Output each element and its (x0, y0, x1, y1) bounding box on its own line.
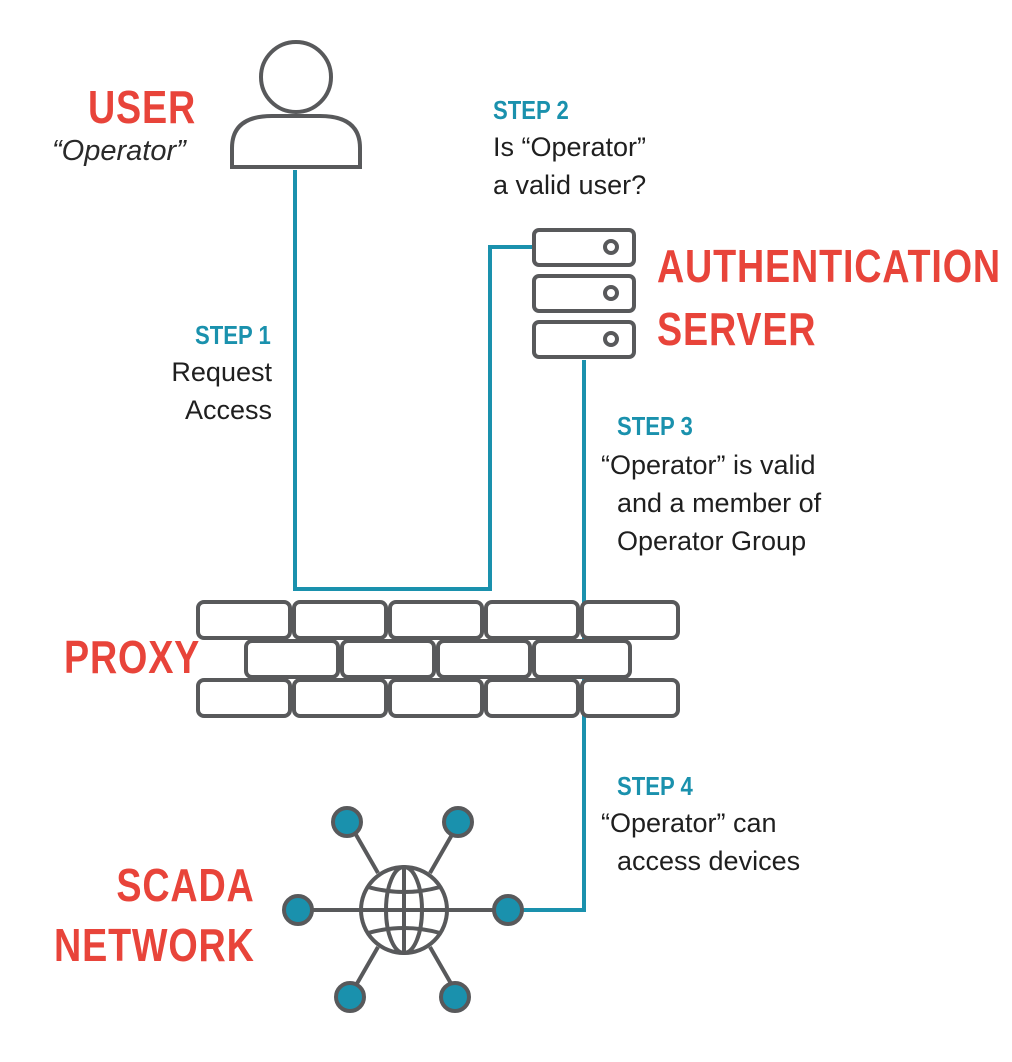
step-4-line: access devices (617, 846, 801, 876)
step-4-line: “Operator” can (601, 808, 777, 838)
step-1-label: STEP 1 (195, 320, 271, 350)
network-globe-icon (282, 806, 524, 1013)
user-title: USER (88, 81, 197, 133)
step-1-line: Access (184, 395, 272, 425)
auth-server-title-line1: AUTHENTICATION (657, 240, 1001, 292)
step-3-line: and a member of (617, 488, 822, 518)
firewall-icon (196, 600, 680, 718)
connector-server-to-network (522, 360, 586, 912)
step-2-line: a valid user? (493, 170, 647, 200)
step-4-description: “Operator” can access devices (601, 804, 800, 880)
globe (359, 865, 449, 955)
step-2-description: Is “Operator” a valid user? (493, 128, 646, 204)
step-3-description: “Operator” is valid and a member of Oper… (601, 446, 821, 560)
step-3-label: STEP 3 (617, 411, 693, 441)
scada-title-line2: NETWORK (54, 919, 255, 971)
server-icon (532, 228, 636, 359)
proxy-title: PROXY (64, 631, 201, 683)
step-2-label: STEP 2 (493, 95, 569, 125)
network-nodes (282, 806, 524, 1013)
step-3-line: Operator Group (617, 526, 807, 556)
user-icon (230, 40, 362, 169)
scada-title-line1: SCADA (116, 859, 255, 911)
user-subtitle: “Operator” (52, 135, 186, 167)
step-1-description: Request Access (171, 353, 272, 429)
connector-user-to-proxy (293, 170, 534, 591)
step-1-line: Request (171, 357, 272, 387)
step-3-line: “Operator” is valid (601, 450, 816, 480)
step-2-line: Is “Operator” (493, 132, 647, 162)
step-4-label: STEP 4 (617, 771, 693, 801)
auth-server-title-line2: SERVER (657, 303, 817, 355)
connector-lines (293, 170, 586, 912)
